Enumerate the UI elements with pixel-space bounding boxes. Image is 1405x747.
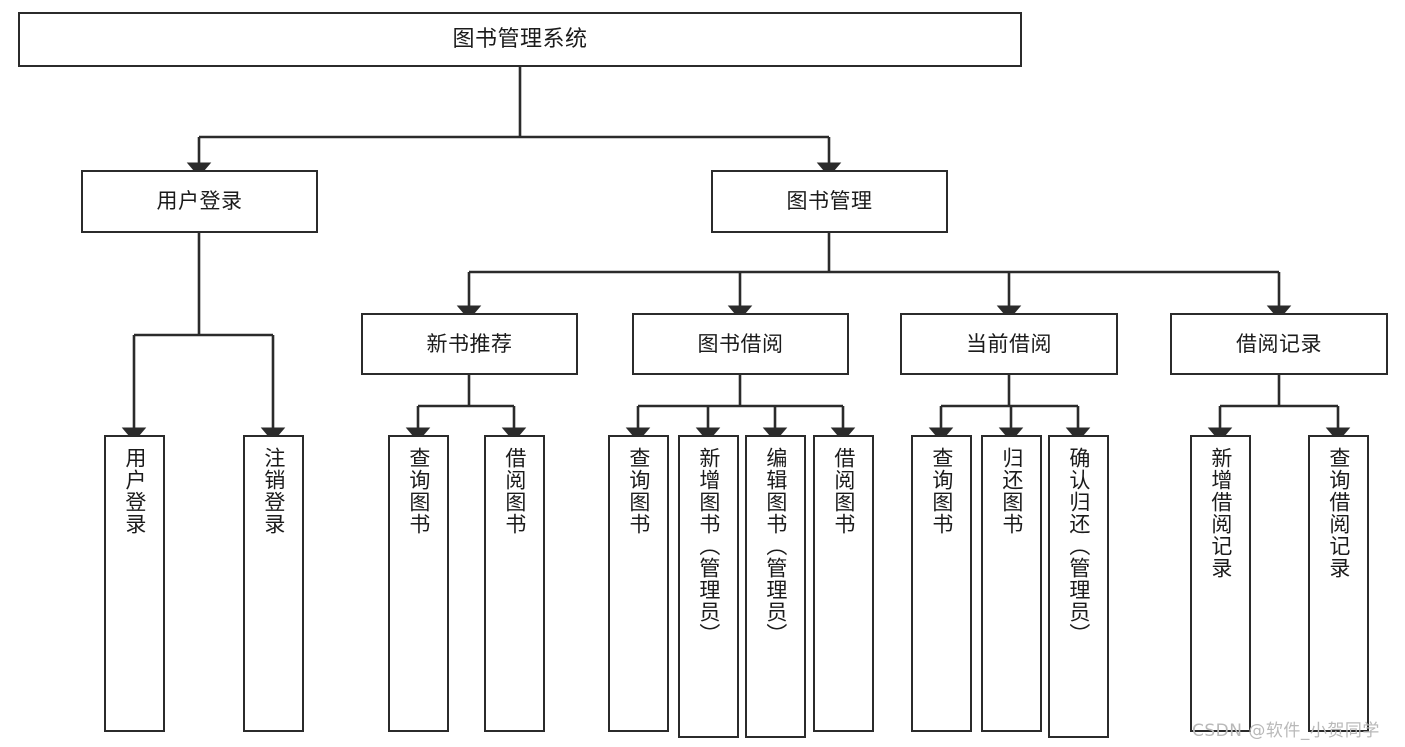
node-leaf-add-record-label: 新增借阅记录 [1208, 447, 1233, 579]
node-leaf-edit-book[interactable]: 编辑图书（管理员） [745, 435, 806, 738]
node-leaf-query-record[interactable]: 查询借阅记录 [1308, 435, 1369, 732]
node-user-login[interactable]: 用户登录 [81, 170, 318, 233]
node-root-label: 图书管理系统 [452, 26, 588, 52]
node-leaf-query-book-3[interactable]: 查询图书 [911, 435, 972, 732]
node-book-borrow-label: 图书借阅 [697, 331, 784, 356]
node-leaf-borrow-book-2[interactable]: 借阅图书 [813, 435, 874, 732]
node-borrow-record-label: 借阅记录 [1236, 331, 1322, 356]
node-leaf-query-book-1-label: 查询图书 [406, 447, 431, 535]
node-leaf-confirm-return-label: 确认归还（管理员） [1066, 447, 1091, 645]
node-book-manage-label: 图书管理 [786, 189, 873, 214]
node-leaf-return-book[interactable]: 归还图书 [981, 435, 1042, 732]
node-leaf-borrow-book-1[interactable]: 借阅图书 [484, 435, 545, 732]
node-leaf-logout-label: 注销登录 [261, 447, 286, 535]
node-leaf-query-book-2-label: 查询图书 [626, 447, 651, 535]
node-leaf-query-book-1[interactable]: 查询图书 [388, 435, 449, 732]
watermark-text: CSDN @软件_小贺同学 [1192, 721, 1380, 741]
node-root[interactable]: 图书管理系统 [18, 12, 1022, 67]
node-book-borrow[interactable]: 图书借阅 [632, 313, 849, 375]
node-leaf-query-book-3-label: 查询图书 [929, 447, 954, 535]
node-leaf-edit-book-label: 编辑图书（管理员） [763, 447, 788, 645]
node-leaf-add-record[interactable]: 新增借阅记录 [1190, 435, 1251, 732]
node-new-book-rec[interactable]: 新书推荐 [361, 313, 578, 375]
node-current-borrow-label: 当前借阅 [966, 331, 1052, 356]
node-current-borrow[interactable]: 当前借阅 [900, 313, 1118, 375]
node-borrow-record[interactable]: 借阅记录 [1170, 313, 1388, 375]
node-leaf-user-login-label: 用户登录 [122, 447, 147, 535]
node-leaf-add-book[interactable]: 新增图书（管理员） [678, 435, 739, 738]
node-leaf-logout[interactable]: 注销登录 [243, 435, 304, 732]
node-leaf-borrow-book-1-label: 借阅图书 [502, 447, 527, 535]
node-leaf-query-record-label: 查询借阅记录 [1326, 447, 1351, 579]
node-user-login-label: 用户登录 [156, 189, 243, 214]
node-leaf-borrow-book-2-label: 借阅图书 [831, 447, 856, 535]
node-leaf-query-book-2[interactable]: 查询图书 [608, 435, 669, 732]
node-leaf-user-login[interactable]: 用户登录 [104, 435, 165, 732]
node-book-manage[interactable]: 图书管理 [711, 170, 948, 233]
node-leaf-return-book-label: 归还图书 [999, 447, 1024, 535]
node-new-book-rec-label: 新书推荐 [426, 331, 513, 356]
node-leaf-confirm-return[interactable]: 确认归还（管理员） [1048, 435, 1109, 738]
node-leaf-add-book-label: 新增图书（管理员） [696, 447, 721, 645]
